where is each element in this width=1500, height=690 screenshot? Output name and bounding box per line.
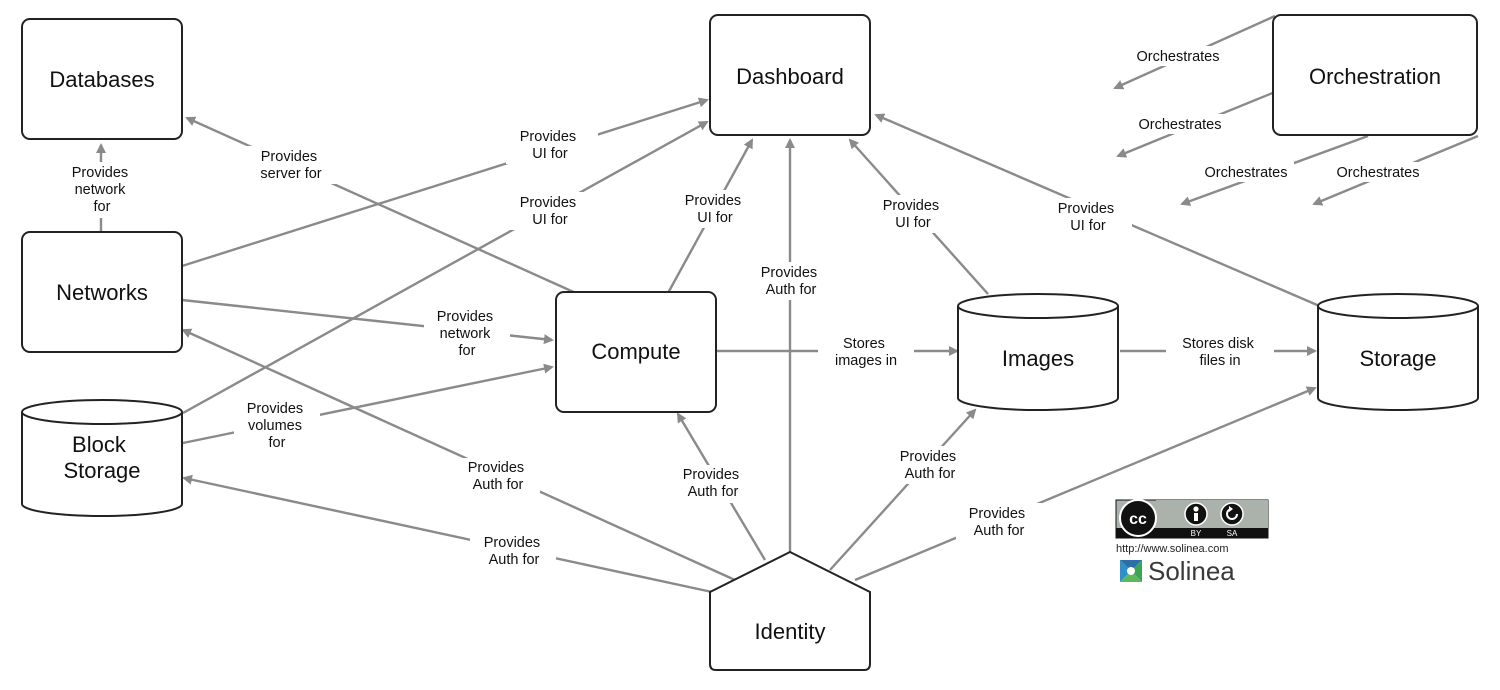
node-dashboard-label: Dashboard (736, 64, 844, 89)
node-networks-label: Networks (56, 280, 148, 305)
edge-block-dashboard (182, 120, 709, 415)
node-block-storage-label: Block Storage (63, 432, 140, 483)
cc-label: cc (1129, 511, 1147, 528)
label-compute-dashboard: Provides UI for (685, 193, 745, 226)
edge-networks-dashboard (181, 97, 709, 268)
edge-identity-images (829, 408, 977, 571)
label-orchestrates-3: Orchestrates (1205, 165, 1288, 181)
node-storage[interactable]: Storage (1317, 293, 1479, 411)
label-orchestrates-4: Orchestrates (1337, 165, 1420, 181)
nodes: Databases Dashboard Orchestration Networ… (21, 14, 1479, 671)
label-identity-compute: Provides Auth for (683, 467, 743, 500)
node-databases-label: Databases (49, 67, 154, 92)
label-networks-databases: Provides network for (72, 165, 132, 215)
label-storage-dashboard: Provides UI for (1058, 201, 1118, 234)
label-identity-images: Provides Auth for (900, 449, 960, 482)
node-images-label: Images (1002, 346, 1074, 371)
node-storage-label: Storage (1359, 346, 1436, 371)
solinea-brand: Solinea (1148, 556, 1235, 586)
node-databases[interactable]: Databases (21, 18, 183, 140)
label-orchestrates-2: Orchestrates (1139, 117, 1222, 133)
label-identity-block: Provides Auth for (484, 535, 544, 568)
node-orchestration[interactable]: Orchestration (1272, 14, 1478, 136)
label-block-compute: Provides volumes for (247, 401, 307, 451)
label-identity-dashboard: Provides Auth for (761, 265, 821, 298)
node-dashboard[interactable]: Dashboard (709, 14, 871, 136)
share-alike-icon (1220, 502, 1244, 526)
solinea-url[interactable]: http://www.solinea.com (1116, 543, 1229, 555)
label-images-storage: Stores disk files in (1182, 336, 1258, 369)
label-images-dashboard: Provides UI for (883, 198, 943, 231)
node-images[interactable]: Images (957, 293, 1119, 411)
solinea-logo: Solinea (1120, 556, 1235, 586)
label-block-dashboard: Provides UI for (520, 195, 580, 228)
sa-label: SA (1227, 529, 1238, 538)
label-networks-dashboard: Provides UI for (520, 129, 580, 162)
label-identity-networks: Provides Auth for (468, 460, 528, 493)
label-identity-storage: Provides Auth for (969, 506, 1029, 539)
node-block-storage[interactable]: Block Storage (21, 399, 183, 517)
label-networks-compute: Provides network for (437, 309, 497, 359)
node-identity-label: Identity (755, 619, 826, 644)
node-compute-label: Compute (591, 339, 680, 364)
edge-identity-storage (854, 386, 1317, 582)
cc-icon (1119, 499, 1157, 537)
edge-identity-networks (181, 328, 736, 582)
label-compute-images: Stores images in (835, 336, 897, 369)
node-networks[interactable]: Networks (21, 231, 183, 353)
node-orchestration-label: Orchestration (1309, 64, 1441, 89)
label-orchestrates-1: Orchestrates (1137, 49, 1220, 65)
solinea-mark-icon (1120, 560, 1142, 582)
label-compute-databases: Provides server for (260, 149, 321, 182)
node-identity[interactable]: Identity (709, 550, 871, 671)
cc-license-badge: cc BY SA (1115, 499, 1269, 539)
by-label: BY (1191, 529, 1202, 538)
node-compute[interactable]: Compute (555, 291, 717, 413)
edge-labels: Provides network for Provides server for… (58, 46, 1426, 570)
edge-identity-block (182, 474, 713, 594)
